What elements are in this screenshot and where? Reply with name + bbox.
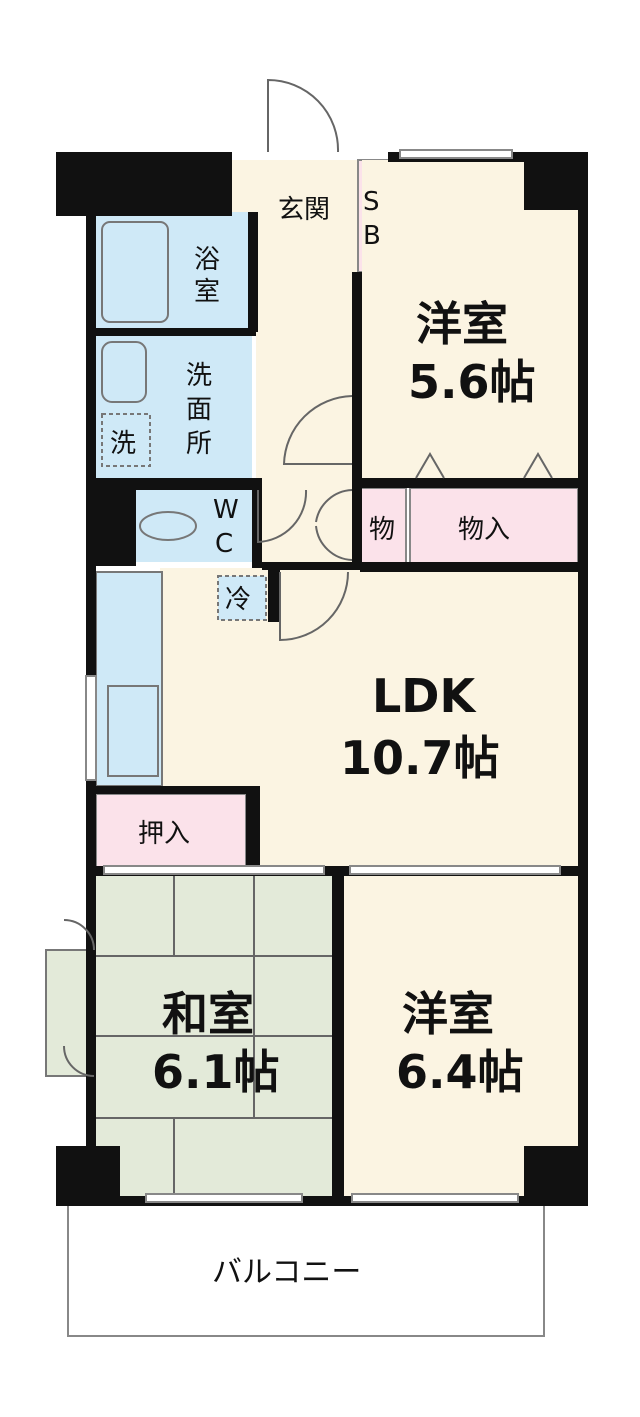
door-swings xyxy=(63,78,353,1077)
walls xyxy=(56,152,588,1206)
shoe-box-label-bottom: B xyxy=(363,221,381,251)
fridge-label: 冷 xyxy=(225,585,251,615)
wc-label-bottom: C xyxy=(215,529,233,559)
western-room-1-size: 5.6帖 xyxy=(408,355,536,409)
wc-label-top: W xyxy=(213,495,239,525)
hallway-floor xyxy=(256,248,360,568)
balcony-label: バルコニー xyxy=(212,1255,361,1290)
japanese-room-name: 和室 xyxy=(162,987,254,1041)
bath-label-top: 浴 xyxy=(194,245,220,275)
ldk-size: 10.7帖 xyxy=(340,731,500,785)
closet-label: 押入 xyxy=(138,819,190,849)
washer-label: 洗 xyxy=(110,429,136,459)
washroom-label-1: 洗 xyxy=(186,361,212,391)
western-room-1-name: 洋室 xyxy=(416,297,508,351)
toilet xyxy=(139,511,197,541)
shoe-box-label-top: S xyxy=(363,187,380,217)
fridge-space xyxy=(217,575,267,621)
entrance-label: 玄関 xyxy=(278,195,330,225)
western-room-2-floor xyxy=(344,876,580,1196)
western-storage-label: 物入 xyxy=(458,515,510,545)
bathtub xyxy=(101,221,169,323)
western-room-2-name: 洋室 xyxy=(402,987,494,1041)
western-room-2-size: 6.4帖 xyxy=(396,1045,524,1099)
small-storage-label: 物 xyxy=(369,515,395,545)
balcony xyxy=(67,1199,545,1337)
tatami-lines xyxy=(96,876,334,1196)
closet-door-markers xyxy=(415,452,553,479)
washroom-label-2: 面 xyxy=(186,395,212,425)
japanese-room-size: 6.1帖 xyxy=(152,1045,280,1099)
sink xyxy=(101,341,147,403)
washroom-label-3: 所 xyxy=(186,429,212,459)
bath-label-bottom: 室 xyxy=(194,277,220,307)
western-storage xyxy=(409,487,579,565)
ldk-name: LDK xyxy=(372,669,477,723)
kitchen-sink xyxy=(107,685,159,777)
windows xyxy=(85,149,561,1203)
western-room-1-floor xyxy=(362,160,580,482)
washer-space xyxy=(101,413,151,467)
